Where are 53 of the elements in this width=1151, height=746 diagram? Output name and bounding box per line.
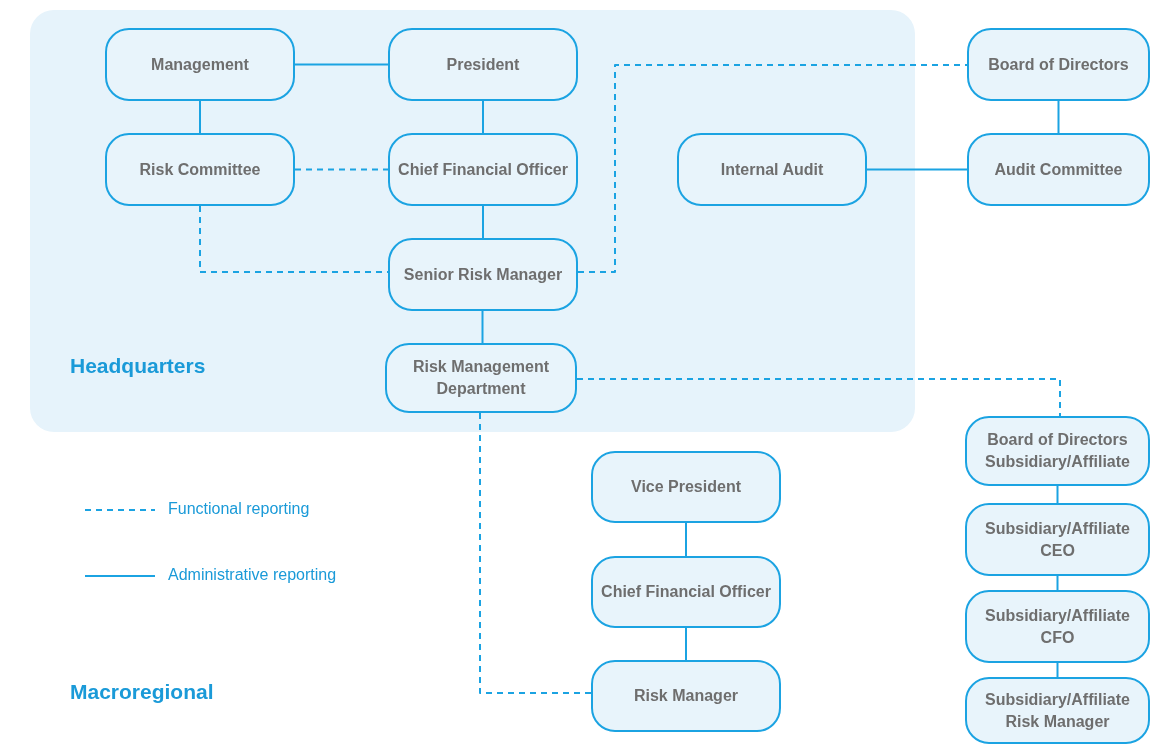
role-box <box>591 660 781 732</box>
connector-line <box>685 627 687 661</box>
role-title: Subsidiary/Affiliate CEO <box>984 518 1131 561</box>
connector-line <box>866 168 968 171</box>
role-title: Subsidiary/Affiliate Risk Manager <box>984 689 1131 732</box>
role-title: Subsidiary/Affiliate CFO <box>984 605 1131 648</box>
role-title: Risk Committee <box>139 159 261 180</box>
region-title: Macroregional <box>70 680 214 704</box>
role-box <box>965 590 1150 663</box>
legend-text: Administrative reporting <box>168 566 337 584</box>
dashed-connector <box>576 378 1061 417</box>
role-box <box>965 677 1150 744</box>
connector-line <box>294 63 389 66</box>
dashed-connector <box>577 64 968 273</box>
connector-line <box>1056 662 1059 678</box>
role-box <box>385 343 577 413</box>
role-title: Board of Directors <box>988 54 1129 75</box>
role-box <box>677 133 867 206</box>
role-box <box>388 133 578 206</box>
role-title: Senior Risk Manager <box>403 264 563 285</box>
role-title: Chief Financial Officer <box>398 159 568 180</box>
role-box <box>591 556 781 628</box>
connector-line <box>199 100 201 134</box>
role-box <box>105 133 295 206</box>
role-box <box>105 28 295 101</box>
legend-text: Functional reporting <box>168 500 310 518</box>
connector-line <box>482 205 484 239</box>
role-title: Audit Committee <box>994 159 1123 180</box>
dashed-connector <box>479 412 592 694</box>
connector-line <box>1057 100 1060 134</box>
connector-line <box>685 522 687 557</box>
role-box <box>967 133 1150 206</box>
role-title: Board of Directors Subsidiary/Affiliate <box>984 430 1131 472</box>
connector-line <box>1056 575 1059 591</box>
region-panel <box>30 10 915 432</box>
role-box <box>965 503 1150 576</box>
connector-line <box>482 100 484 134</box>
role-box <box>388 28 578 101</box>
role-title: Management <box>151 54 249 75</box>
role-box <box>591 451 781 523</box>
connector-line <box>1056 485 1059 504</box>
role-title: Vice President <box>631 477 741 497</box>
role-title: Internal Audit <box>720 159 824 180</box>
role-title: Chief Financial Officer <box>601 582 771 602</box>
role-box <box>388 238 578 311</box>
role-title: Risk Management Department <box>411 357 550 399</box>
role-box <box>965 416 1150 486</box>
dashed-connector <box>294 168 389 171</box>
region-title: Headquarters <box>70 354 206 378</box>
role-title: Risk Manager <box>633 686 738 706</box>
role-box <box>967 28 1150 101</box>
role-title: President <box>446 54 520 75</box>
connector-line <box>481 310 484 344</box>
